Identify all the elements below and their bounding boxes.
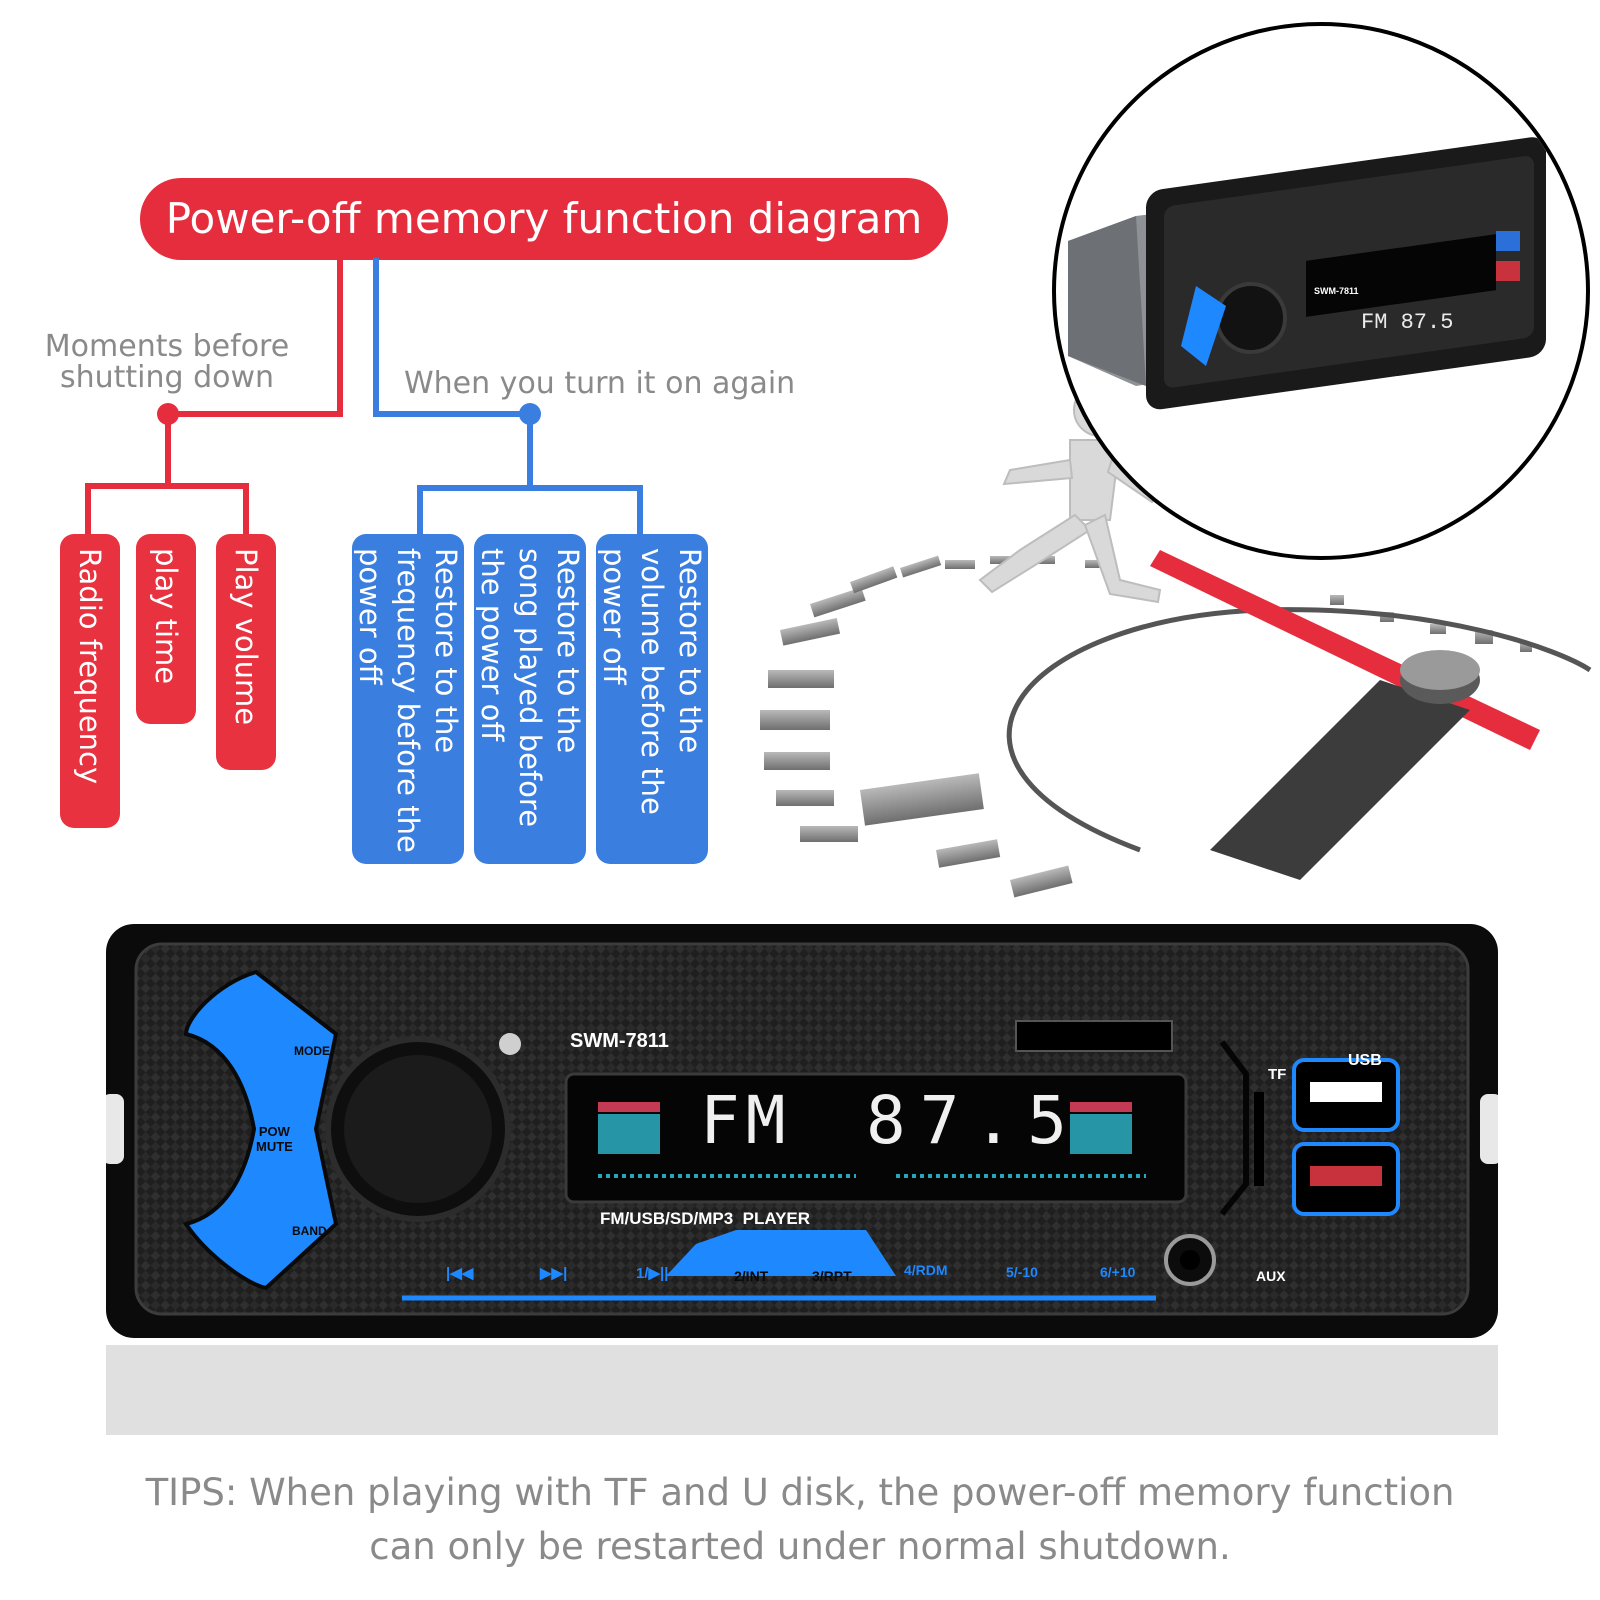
inset-radio: SWM-7811 FM 87.5 xyxy=(1068,137,1546,410)
display-band: FM xyxy=(700,1082,792,1159)
player-label: FM/USB/SD/MP3 PLAYER xyxy=(600,1209,811,1228)
band-button[interactable]: BAND xyxy=(292,1224,327,1238)
tips-line-2: can only be restarted under normal shutd… xyxy=(369,1525,1231,1568)
preset-2-button[interactable]: 2/INT xyxy=(734,1268,769,1284)
preset-6-button[interactable]: 6/+10 xyxy=(1100,1264,1136,1280)
display-frequency: 87.5 xyxy=(866,1082,1081,1159)
mode-button[interactable]: MODE xyxy=(294,1044,330,1058)
blue-box-restore-frequency: Restore to the frequency before the powe… xyxy=(352,534,464,864)
usb-label: USB xyxy=(1348,1052,1382,1069)
branch-left-label: Moments before shutting down xyxy=(44,329,290,395)
red-box-radio-frequency: Radio frequency xyxy=(60,534,120,828)
red-box-text: Radio frequency xyxy=(73,548,107,785)
preset-1-button[interactable]: 1/▶|| xyxy=(636,1265,669,1282)
product-inset-circle: SWM-7811 FM 87.5 xyxy=(1052,22,1590,560)
branch-right-label: When you turn it on again xyxy=(404,366,796,401)
preset-5-button[interactable]: 5/-10 xyxy=(1006,1264,1038,1280)
red-box-play-time: play time xyxy=(136,534,196,724)
red-box-text: Play volume xyxy=(229,548,263,726)
svg-text:FM 87.5: FM 87.5 xyxy=(1361,310,1453,335)
blue-box-text: Restore to the frequency before the powe… xyxy=(353,548,463,853)
tips-line-1: TIPS: When playing with TF and U disk, t… xyxy=(145,1471,1455,1514)
pow-mute-button[interactable]: POW MUTE xyxy=(256,1124,293,1154)
next-button[interactable]: ▶▶| xyxy=(540,1265,568,1282)
clock-illustration xyxy=(760,383,1592,898)
prev-button[interactable]: |◀◀ xyxy=(446,1265,474,1282)
blue-box-restore-song: Restore to the song played before the po… xyxy=(474,534,586,864)
blue-box-text: Restore to the song played before the po… xyxy=(475,548,585,828)
preset-3-button[interactable]: 3/RPT xyxy=(812,1268,852,1284)
blue-box-restore-volume: Restore to the volume before the power o… xyxy=(596,534,708,864)
svg-text:SWM-7811: SWM-7811 xyxy=(1314,286,1359,296)
radio-model: SWM-7811 xyxy=(570,1030,669,1052)
radio-reflection xyxy=(106,1345,1498,1435)
aux-label: AUX xyxy=(1256,1268,1286,1284)
red-box-play-volume: Play volume xyxy=(216,534,276,770)
connector-lines xyxy=(85,258,643,540)
diagram-title: Power-off memory function diagram xyxy=(140,178,948,260)
preset-4-button[interactable]: 4/RDM xyxy=(904,1262,948,1278)
radio-faceplate xyxy=(106,924,1498,1338)
red-box-text: play time xyxy=(149,548,183,685)
blue-box-text: Restore to the volume before the power o… xyxy=(597,548,707,815)
tf-label: TF xyxy=(1268,1066,1287,1083)
